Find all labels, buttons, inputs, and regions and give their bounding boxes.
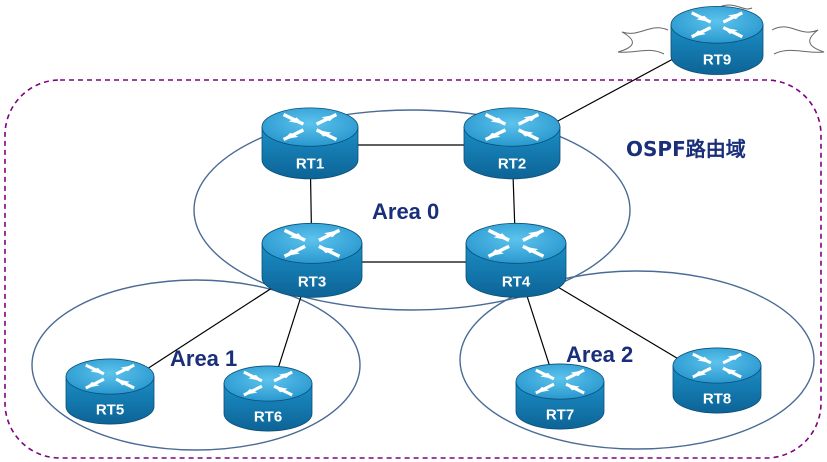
area0-boundary (193, 109, 631, 311)
router-label: RT8 (703, 390, 731, 407)
area2-label: Area 2 (566, 342, 633, 367)
ospf-domain-label: OSPF路由域 (626, 137, 746, 161)
router-top (515, 363, 605, 400)
area2-boundary (459, 270, 815, 450)
router-top (672, 347, 762, 384)
router-rt5[interactable]: RT5 (65, 358, 155, 425)
router-rt6[interactable]: RT6 (223, 365, 313, 432)
router-label: RT7 (546, 406, 574, 423)
router-label: RT6 (254, 408, 282, 425)
router-arrows-icon (692, 352, 742, 379)
area1-boundary (31, 279, 361, 451)
router-rt1[interactable]: RT1 (261, 107, 359, 180)
link-rt2-rt9 (555, 51, 687, 123)
router-arrows-icon (282, 113, 338, 142)
router-arrows-icon (487, 228, 545, 258)
router-label: RT1 (296, 155, 324, 172)
router-rt2[interactable]: RT2 (463, 107, 561, 180)
router-top (465, 222, 567, 264)
router-arrows-icon (283, 228, 341, 258)
ospf-domain-border (4, 79, 822, 459)
router-arrows-icon (484, 113, 540, 142)
router-label: RT4 (502, 273, 531, 290)
router-rt3[interactable]: RT3 (261, 222, 363, 298)
router-top (261, 222, 363, 264)
router-top (223, 365, 313, 402)
router-label: RT3 (298, 273, 326, 290)
router-arrows-icon (535, 368, 585, 395)
router-arrows-icon (85, 363, 135, 390)
router-arrows-icon (243, 370, 293, 397)
router-rt9[interactable]: RT9 (670, 5, 764, 75)
area0-label: Area 0 (372, 199, 439, 224)
area1-label: Area 1 (170, 346, 237, 371)
router-rt8[interactable]: RT8 (672, 347, 762, 414)
router-label: RT2 (498, 155, 526, 172)
router-top (261, 107, 359, 147)
router-label: RT5 (96, 401, 124, 418)
router-top (65, 358, 155, 395)
router-label: RT9 (703, 51, 731, 68)
router-top (463, 107, 561, 147)
router-top (670, 5, 764, 44)
router-rt4[interactable]: RT4 (465, 222, 567, 298)
router-arrows-icon (690, 11, 744, 39)
router-rt7[interactable]: RT7 (515, 363, 605, 430)
